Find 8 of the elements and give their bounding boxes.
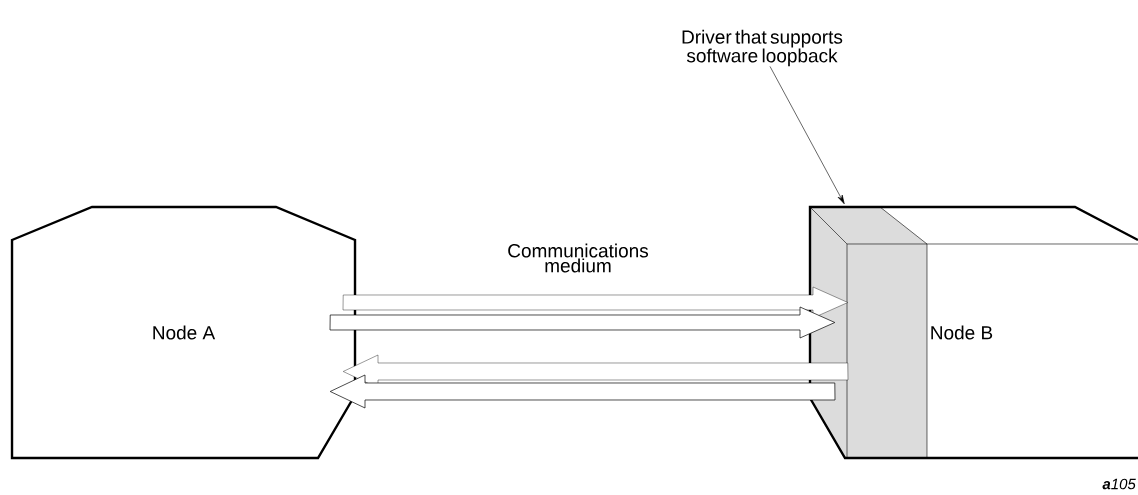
block-arrow: [329, 286, 848, 339]
block-arrow: [329, 354, 849, 409]
cube-box: Node A: [10, 205, 357, 460]
cube-box: Node B: [808, 205, 1138, 460]
medium-label: Communications medium: [508, 243, 649, 273]
leader-line: [769, 66, 845, 205]
callout-text: Driver that supports software loopback: [682, 29, 843, 67]
figure-id: a105: [1102, 478, 1136, 490]
